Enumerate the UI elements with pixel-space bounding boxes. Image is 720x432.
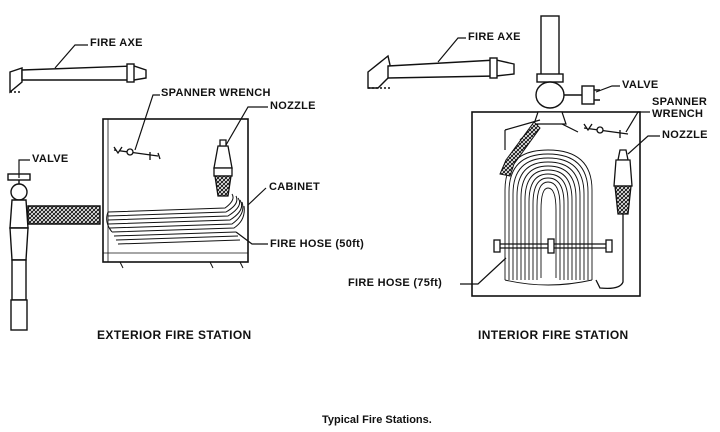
exterior-fire-hose-drawing xyxy=(106,193,245,245)
exterior-cabinet-leader xyxy=(247,187,267,206)
interior-standpipe-drawing xyxy=(535,15,600,109)
exterior-valve-leader xyxy=(18,159,30,178)
interior-fire-axe-drawing xyxy=(367,54,515,89)
exterior-fire-axe-leader xyxy=(54,44,88,69)
exterior-nozzle-drawing xyxy=(213,139,233,197)
exterior-spanner-wrench-leader xyxy=(134,94,160,151)
interior-nozzle-label: NOZZLE xyxy=(662,129,708,141)
exterior-fire-axe-label: FIRE AXE xyxy=(90,37,143,49)
interior-spanner-label-line1: SPANNER xyxy=(652,96,708,108)
exterior-cabinet-drawing xyxy=(102,118,249,269)
figure-caption: Typical Fire Stations. xyxy=(322,414,432,426)
interior-fire-axe-label: FIRE AXE xyxy=(468,31,521,43)
interior-fire-hose-label: FIRE HOSE (75ft) xyxy=(348,277,443,289)
exterior-nozzle-leader xyxy=(225,106,268,146)
exterior-nozzle-label: NOZZLE xyxy=(270,100,316,112)
interior-fire-hose-drawing xyxy=(504,119,593,286)
interior-valve-label: VALVE xyxy=(622,79,659,91)
interior-nozzle-leader xyxy=(627,135,660,155)
interior-spanner-label-line2: WRENCH xyxy=(652,108,704,120)
interior-hose-rack-drawing xyxy=(493,238,613,254)
interior-spanner-wrench-drawing xyxy=(583,123,629,138)
interior-valve-leader xyxy=(595,85,620,93)
exterior-fire-axe-drawing xyxy=(9,63,147,94)
exterior-valve-label: VALVE xyxy=(32,153,69,165)
interior-nozzle-drawing xyxy=(595,149,633,290)
exterior-valve-drawing xyxy=(7,173,101,331)
interior-spanner-wrench-leader xyxy=(625,111,650,133)
interior-fire-hose-leader xyxy=(460,257,507,285)
interior-station-title: INTERIOR FIRE STATION xyxy=(478,328,629,342)
exterior-fire-hose-label: FIRE HOSE (50ft) xyxy=(270,238,365,250)
interior-fire-axe-leader xyxy=(437,37,466,63)
exterior-spanner-wrench-drawing xyxy=(113,146,161,160)
exterior-cabinet-label: CABINET xyxy=(269,181,320,193)
exterior-spanner-wrench-label: SPANNER WRENCH xyxy=(161,87,271,99)
exterior-fire-hose-leader xyxy=(235,231,268,245)
exterior-station-title: EXTERIOR FIRE STATION xyxy=(97,328,252,342)
interior-hose-feed-drawing xyxy=(499,121,541,177)
